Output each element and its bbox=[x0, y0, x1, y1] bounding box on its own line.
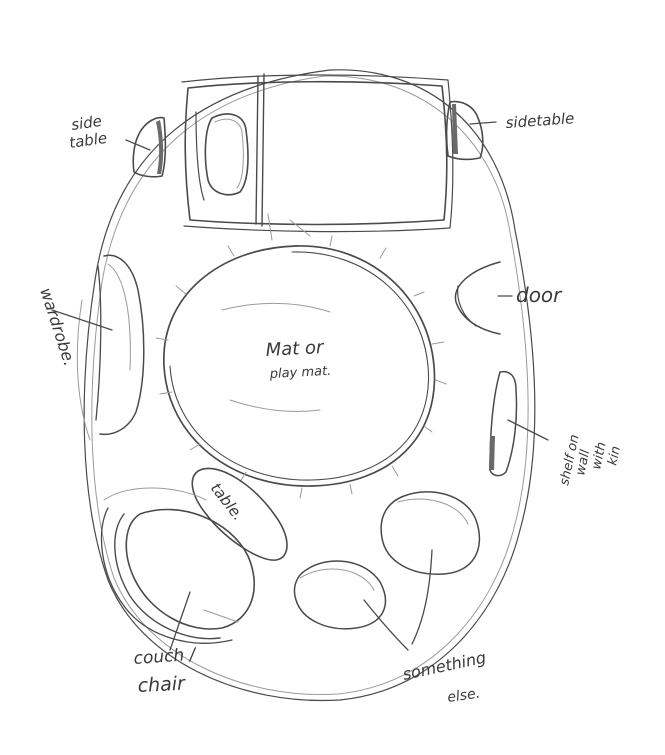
label-something-1: something bbox=[401, 648, 488, 684]
label-something-2: else. bbox=[446, 686, 481, 706]
leader-lines bbox=[51, 121, 549, 651]
label-side-table-left-2: table bbox=[68, 129, 108, 152]
wardrobe bbox=[76, 254, 145, 441]
side-table-left bbox=[132, 116, 167, 178]
label-couch-2: chair bbox=[137, 672, 186, 697]
label-mat-1: Mat or bbox=[265, 337, 325, 361]
label-shelf-2: wall bbox=[573, 448, 593, 477]
label-wardrobe: wardrobe. bbox=[36, 285, 79, 368]
room-outline bbox=[83, 69, 536, 702]
label-door: door bbox=[516, 283, 563, 307]
label-side-table-right: sidetable bbox=[505, 109, 575, 132]
couch-chair bbox=[100, 487, 256, 644]
label-shelf-3: with bbox=[589, 441, 609, 471]
label-couch-1: couch / bbox=[133, 645, 198, 669]
small-table bbox=[191, 467, 288, 561]
label-table: table. bbox=[207, 479, 248, 524]
something-else-upper bbox=[380, 491, 481, 575]
side-table-right bbox=[445, 100, 484, 161]
labels: side table sidetable door wardrobe. Mat … bbox=[36, 109, 624, 706]
play-mat bbox=[155, 235, 447, 499]
label-mat-2: play mat. bbox=[268, 364, 331, 382]
label-side-table-left-1: side bbox=[70, 112, 103, 134]
label-shelf-4: kin bbox=[605, 445, 624, 467]
door bbox=[454, 261, 501, 335]
wall-shelf bbox=[489, 370, 518, 477]
something-else-lower bbox=[293, 560, 387, 630]
bed bbox=[181, 73, 454, 241]
